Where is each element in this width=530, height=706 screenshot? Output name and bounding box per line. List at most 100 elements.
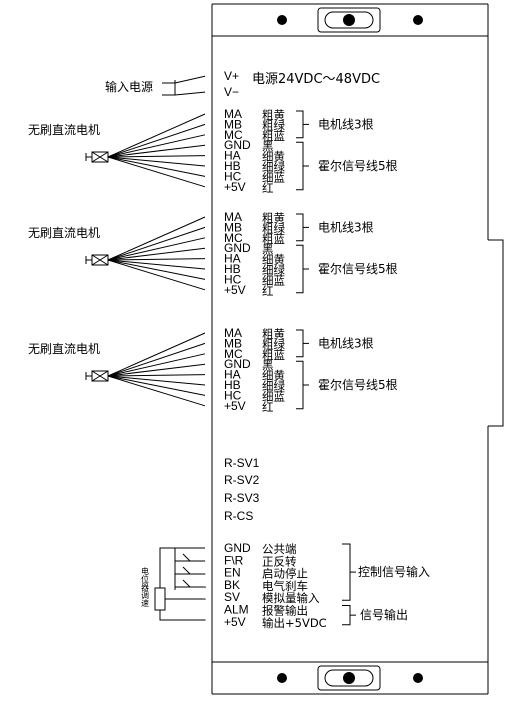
pot-connectors: R-SV1 R-SV2 R-SV3 R-CS (224, 456, 260, 523)
motor-wire (107, 247, 206, 261)
terminal-dot (205, 245, 211, 252)
motor-label: 无刷直流电机 (28, 123, 100, 137)
terminal-dot (205, 340, 211, 347)
pot-r-sv2: R-SV2 (224, 473, 260, 487)
terminal-dot (205, 581, 211, 588)
wire-color: 细绿 (262, 263, 285, 277)
terminal-dot (205, 266, 211, 272)
motor-wire (107, 375, 206, 396)
terminal-plus5v: +5V (224, 180, 246, 194)
terminal-ha: HA (224, 368, 241, 382)
terminal-dot (205, 286, 211, 293)
terminal-plus5v: +5V (224, 399, 246, 413)
motor-lines-label: 电机线3根 (318, 117, 374, 131)
bracket (296, 213, 304, 242)
power-spec: 电源24VDC～48VDC (252, 72, 380, 87)
terminal-dot (205, 382, 211, 388)
control-terminal: SV (224, 590, 240, 604)
wire-color: 细黄 (262, 253, 285, 267)
motor-wire (107, 155, 206, 158)
motor-wire (107, 375, 206, 386)
terminal-dot (205, 594, 211, 601)
motor-label: 无刷直流电机 (28, 226, 100, 240)
terminal-mc: MC (224, 347, 243, 361)
wire-color: 粗绿 (262, 337, 285, 351)
wire-color: 红 (262, 284, 274, 298)
control-terminal: EN (224, 566, 241, 580)
terminal-ha: HA (224, 149, 241, 163)
power-input-label: 输入电源 (105, 79, 153, 94)
terminal-mc: MC (224, 231, 243, 245)
bracket (296, 244, 304, 294)
wire-color: 黑 (262, 139, 274, 153)
motor-wire (107, 226, 206, 261)
terminal-dot (205, 569, 211, 576)
wire-color: 细绿 (262, 379, 285, 393)
terminal-dot (205, 183, 211, 190)
motor-wire (107, 258, 206, 261)
power-input-block: 输入电源 V+ V− 电源24VDC～48VDC (105, 69, 380, 99)
motor-lines-label: 电机线3根 (318, 220, 374, 234)
wire-color: 红 (262, 181, 274, 195)
terminal-dot (205, 330, 211, 336)
bottom-mounting-tab (277, 665, 423, 691)
motor-wire (107, 156, 206, 167)
terminal-dot (205, 606, 211, 613)
terminal-vplus: V+ (224, 69, 239, 83)
bracket (296, 141, 304, 191)
wire-color: 粗绿 (262, 221, 285, 235)
control-terminal: GND (224, 541, 251, 555)
terminal-dot (205, 557, 211, 564)
wire-color: 粗黄 (262, 108, 285, 122)
terminal-plus5v: +5V (224, 283, 246, 297)
controller-housing (211, 3, 504, 695)
terminal-hb: HB (224, 159, 241, 173)
terminal-mb: MB (224, 117, 242, 131)
terminal-dot (205, 618, 211, 625)
terminal-dot (205, 392, 211, 399)
wire-color: 细蓝 (262, 273, 285, 287)
terminal-mb: MB (224, 336, 242, 350)
wire-color: 粗黄 (262, 327, 285, 341)
terminal-mb: MB (224, 220, 242, 234)
terminal-gnd: GND (224, 138, 251, 152)
terminal-gnd: GND (224, 241, 251, 255)
terminal-dot (205, 224, 211, 231)
motor-wire (107, 259, 206, 291)
terminal-ma: MA (224, 107, 242, 121)
bracket (342, 543, 351, 601)
wire-color: 粗蓝 (262, 232, 285, 246)
wire-color: 细绿 (262, 160, 285, 174)
control-terminal: +5V (224, 615, 246, 629)
terminal-dot (205, 545, 211, 551)
control-function: 电气刹车 (262, 579, 308, 593)
bracket (342, 605, 351, 626)
terminal-ma: MA (224, 210, 242, 224)
control-function: 报警输出 (262, 604, 308, 618)
motor-lines-label: 电机线3根 (318, 336, 374, 350)
terminal-dot (205, 163, 211, 169)
motor-wire (107, 113, 206, 158)
wire-color: 黑 (262, 358, 274, 372)
motor-wire (107, 123, 206, 158)
control-function: 启动停止 (262, 567, 308, 581)
motor-wire (107, 259, 206, 270)
motor-wire (107, 342, 206, 377)
terminal-dot (205, 361, 211, 368)
terminal-dot (205, 121, 211, 128)
terminal-hb: HB (224, 378, 241, 392)
hall-lines-label: 霍尔信号线5根 (318, 158, 398, 173)
control-terminal: ALM (224, 603, 249, 617)
terminal-dot (205, 350, 211, 357)
motor-wire (107, 134, 206, 158)
motor-wire (107, 237, 206, 261)
wire-color: 红 (262, 400, 274, 414)
motor-wire (107, 353, 206, 377)
pot-r-sv3: R-SV3 (224, 491, 260, 505)
top-mounting-tab (277, 7, 423, 33)
control-function: 模拟量输入 (262, 591, 320, 605)
bracket (296, 329, 304, 358)
terminal-hc: HC (224, 272, 242, 286)
